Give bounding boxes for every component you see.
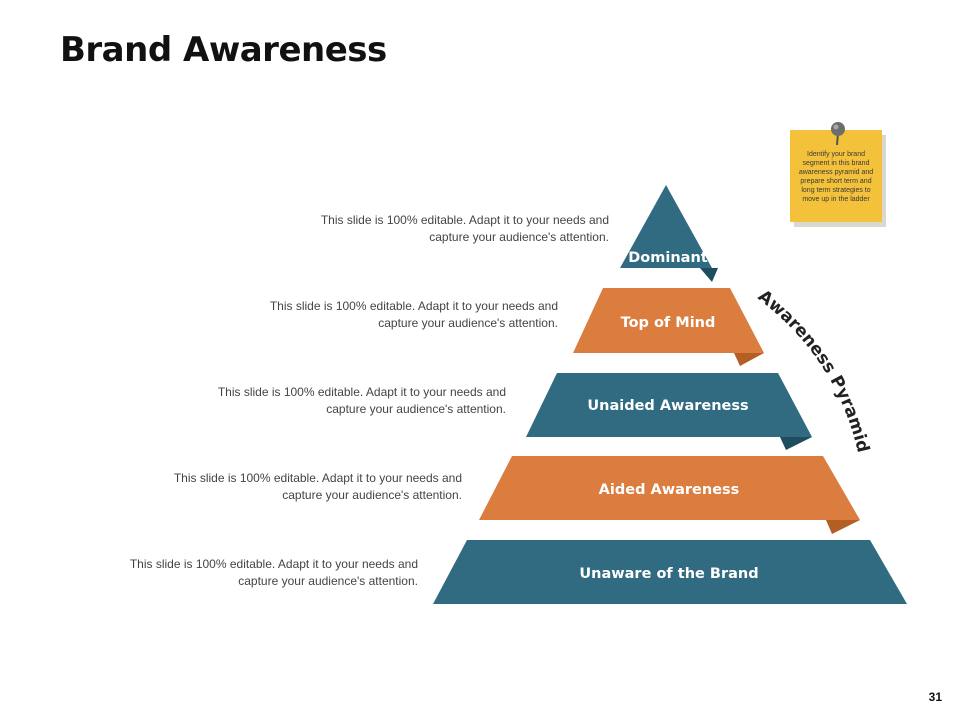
tier-unaware-of-the-brand-shape: [433, 540, 907, 604]
tier-unaided-awareness-shape: [526, 373, 812, 437]
tier-aided-awareness-fold: [826, 520, 860, 534]
tier-dominant-shape: [620, 185, 712, 268]
tier-description-unaided-awareness: This slide is 100% editable. Adapt it to…: [217, 385, 506, 416]
pushpin-icon: [831, 122, 845, 146]
sticky-note-text: Identify your brand segment in this bran…: [798, 151, 874, 203]
slide-title: Brand Awareness: [60, 30, 387, 70]
tier-dominant-label: Dominant: [628, 250, 708, 266]
tier-unaware-of-the-brand: Unaware of the Brand: [433, 540, 907, 604]
tier-top-of-mind-fold: [734, 353, 764, 366]
tier-description-unaware-of-the-brand: This slide is 100% editable. Adapt it to…: [129, 557, 418, 588]
tier-unaided-awareness-label: Unaided Awareness: [587, 398, 748, 414]
tier-unaware-of-the-brand-label: Unaware of the Brand: [579, 566, 758, 582]
tier-description-dominant: This slide is 100% editable. Adapt it to…: [320, 213, 609, 244]
tier-description-aided-awareness: This slide is 100% editable. Adapt it to…: [173, 471, 462, 502]
tier-aided-awareness-label: Aided Awareness: [599, 482, 740, 498]
tier-top-of-mind: Top of Mind: [573, 288, 764, 366]
tier-top-of-mind-label: Top of Mind: [621, 315, 716, 331]
tier-dominant-fold: [700, 268, 718, 282]
page-number: 31: [928, 690, 942, 704]
tier-description-top-of-mind: This slide is 100% editable. Adapt it to…: [269, 299, 558, 330]
tier-aided-awareness: Aided Awareness: [479, 456, 860, 534]
sticky-note: Identify your brand segment in this bran…: [790, 130, 882, 222]
tier-dominant: Dominant: [620, 185, 718, 282]
tier-unaided-awareness-fold: [780, 437, 812, 450]
tier-top-of-mind-shape: [573, 288, 764, 353]
tier-aided-awareness-shape: [479, 456, 860, 520]
tier-unaided-awareness: Unaided Awareness: [526, 373, 812, 450]
